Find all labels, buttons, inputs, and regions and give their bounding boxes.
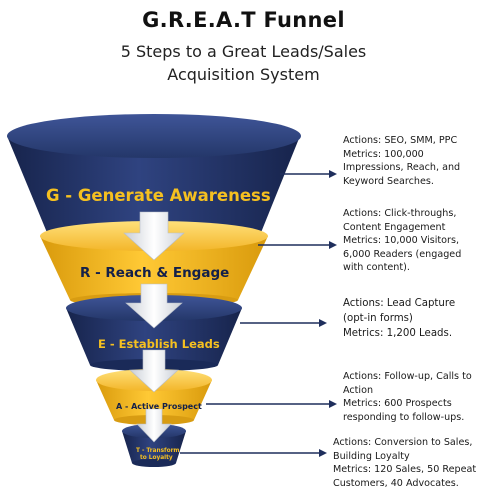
stage-label-generate: G - Generate Awareness [46,186,271,205]
note-line: 6,000 Readers (engaged [343,248,462,260]
note-line: Actions: Follow-up, Calls to [343,371,472,382]
down-arrow-4 [136,408,172,443]
stage-label-establish: E - Establish Leads [98,337,220,351]
stage-label-transform-line-2: to Loyalty [140,455,173,461]
note-line: with content). [343,262,410,273]
stage-label-reach: R - Reach & Engage [80,265,229,281]
down-arrow-2 [125,283,183,329]
down-arrow-3 [129,349,179,393]
note-line: responding to follow-ups. [343,411,465,423]
page-subtitle-line-1: 5 Steps to a Great Leads/Sales [120,42,367,61]
funnel-stage-transform [122,424,186,467]
stage-label-transform-line-1: T - Transform [136,448,179,454]
note-line: Keyword Searches. [343,175,434,187]
note-line: Metrics: 600 Prospects [343,398,452,409]
note-line: Actions: Click-throughs, [343,208,457,219]
note-line: Action [343,384,374,396]
stage-notes-active: Actions: Follow-up, Calls to Action Metr… [343,370,472,424]
note-line: Building Loyalty [333,450,410,462]
stage-notes-establish: Actions: Lead Capture (opt-in forms) Met… [343,296,455,341]
page-subtitle-line-2: Acquisition System [167,65,320,84]
note-line: Content Engagement [343,221,446,233]
down-arrow-1 [123,211,185,261]
stage-notes-transform: Actions: Conversion to Sales, Building L… [333,436,476,490]
note-line: Actions: SEO, SMM, PPC [343,135,458,146]
note-line: Actions: Lead Capture [343,298,456,309]
stage-notes-reach: Actions: Click-throughs, Content Engagem… [343,207,461,275]
note-line: Impressions, Reach, and [343,162,461,173]
note-line: Customers, 40 Advocates. [333,477,459,489]
note-line: Metrics: 120 Sales, 50 Repeat [333,464,477,475]
note-line: (opt-in forms) [343,313,413,324]
stage-notes-generate: Actions: SEO, SMM, PPC Metrics: 100,000 … [343,134,460,188]
note-line: Metrics: 100,000 [343,148,424,160]
stage-label-active: A - Active Prospect [116,402,202,411]
note-line: Metrics: 1,200 Leads. [343,328,453,339]
note-line: Metrics: 10,000 Visitors, [343,235,460,246]
note-line: Actions: Conversion to Sales, [333,437,473,448]
page-title: G.R.E.A.T Funnel [142,8,345,32]
